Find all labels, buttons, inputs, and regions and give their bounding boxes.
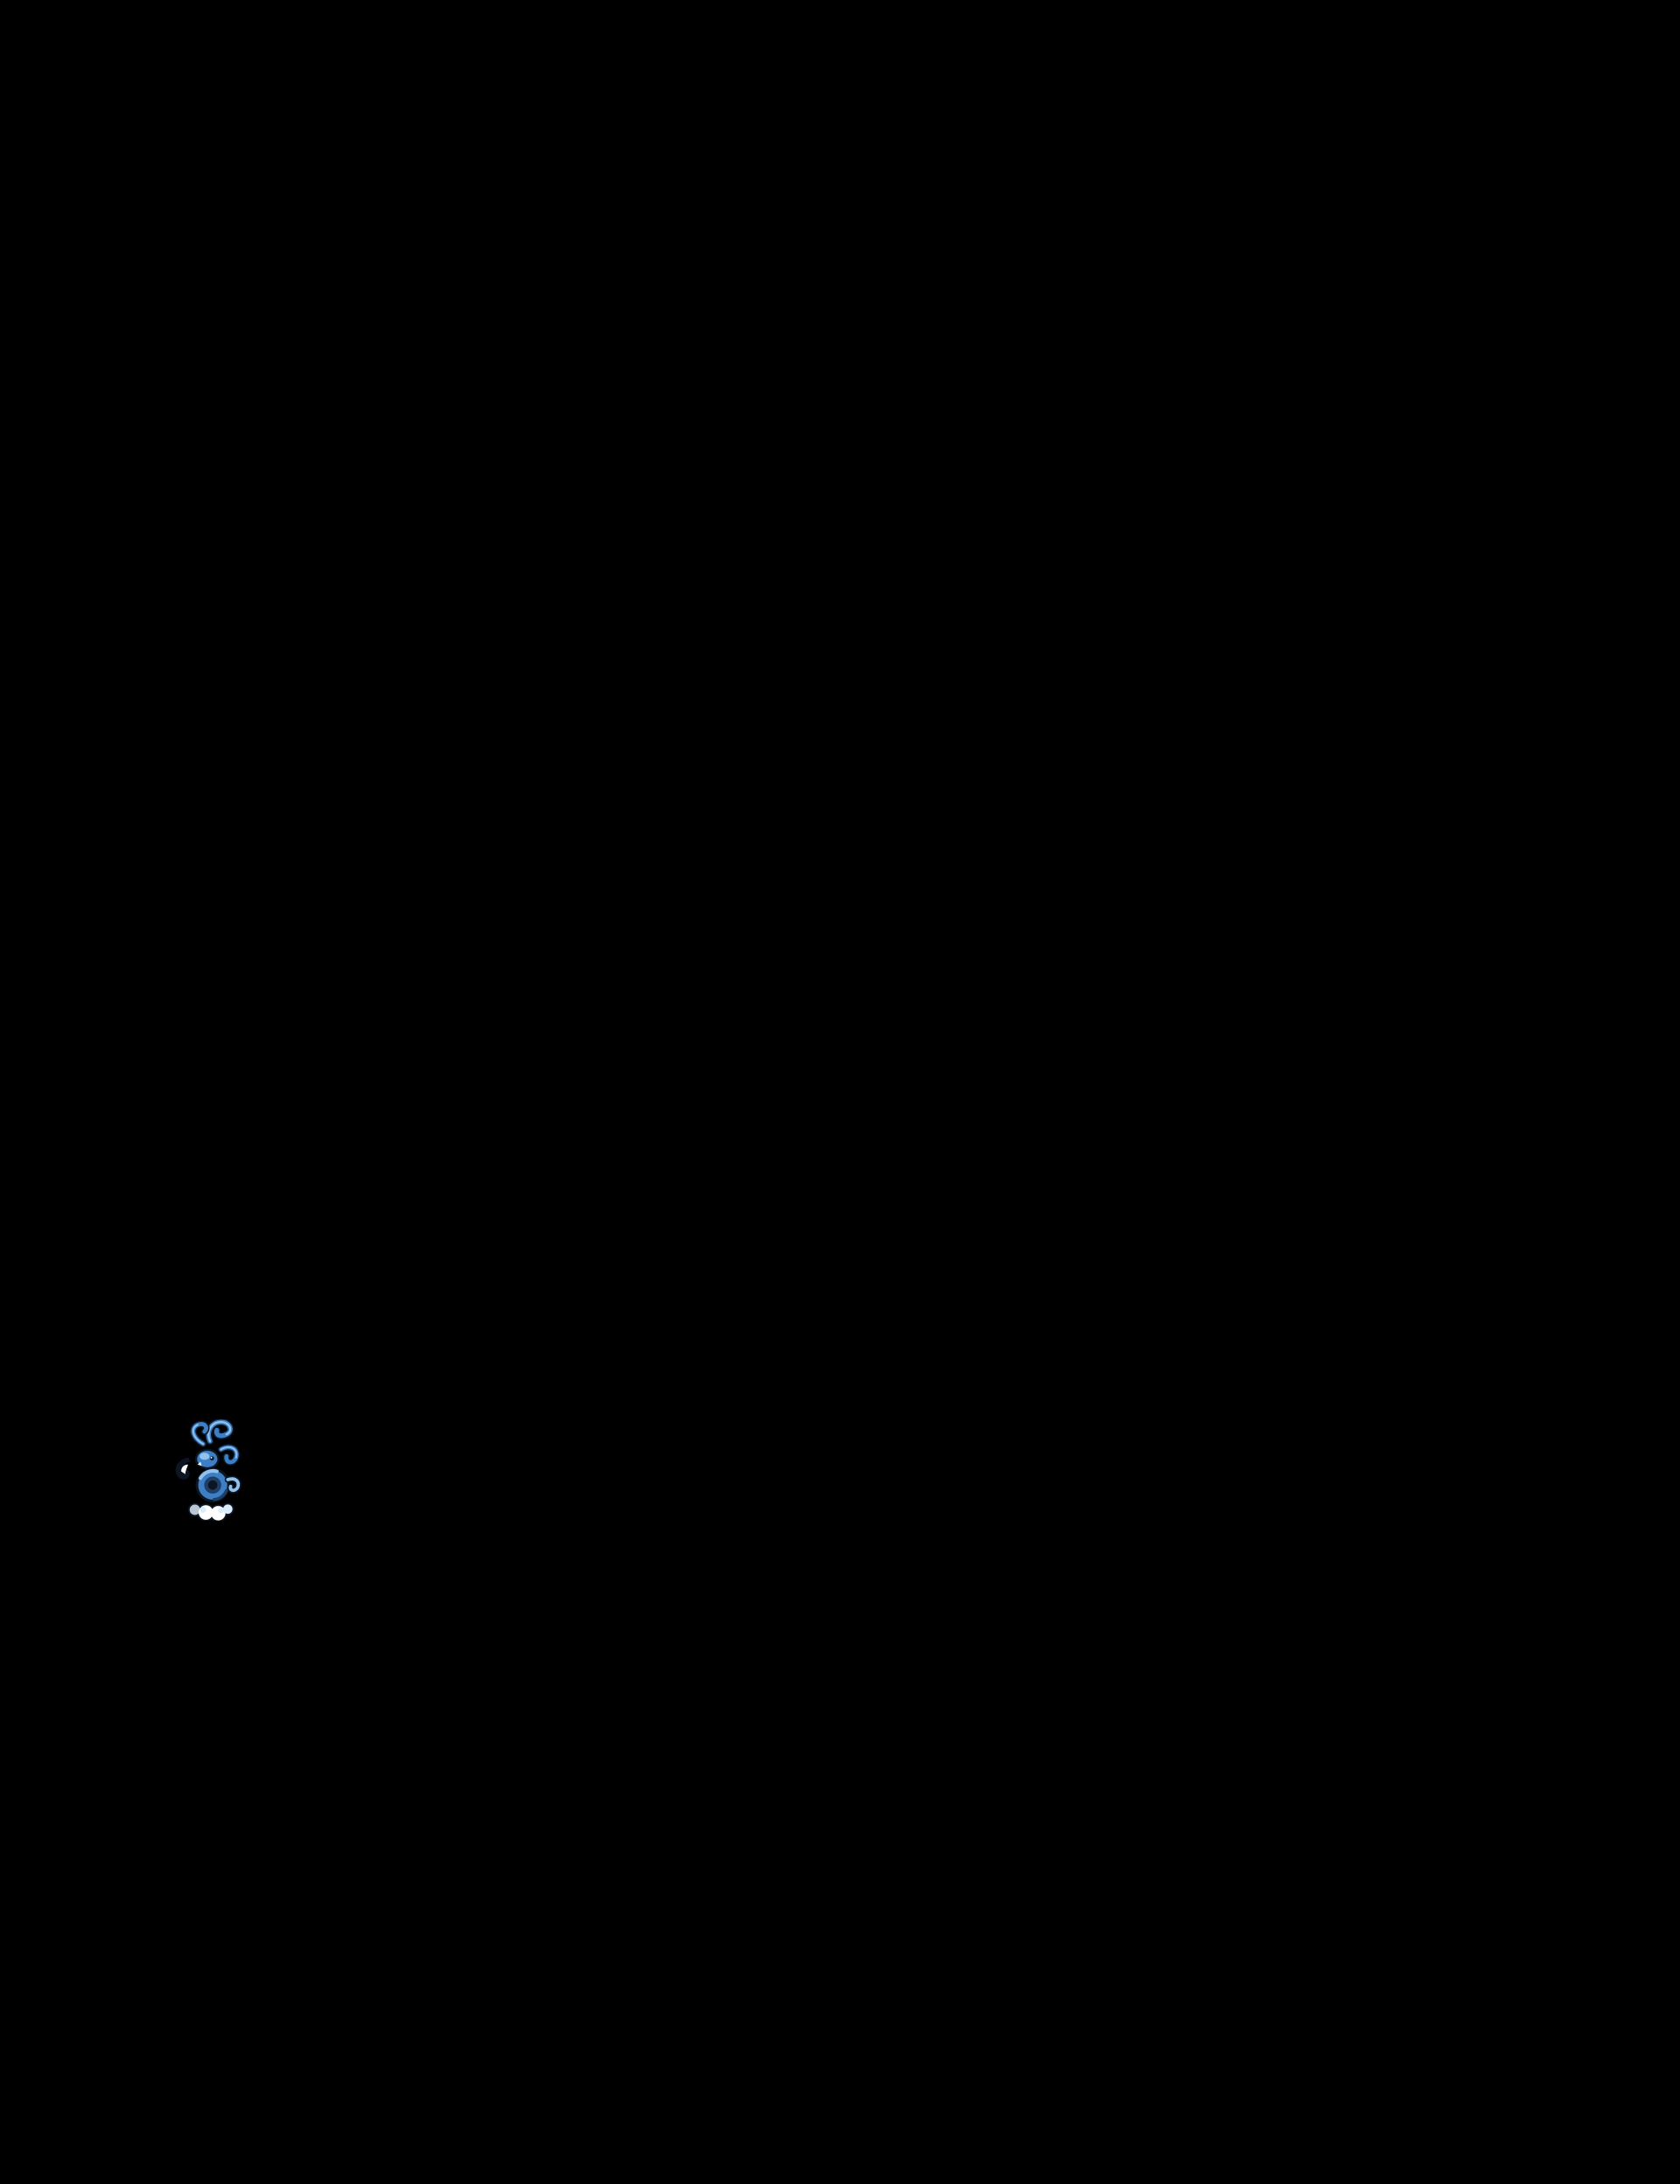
- creature-head: [194, 1448, 220, 1470]
- coiled-body: [195, 1467, 242, 1502]
- pixel-art-creature-sprite: [172, 1419, 248, 1521]
- serpent-creature-icon: [175, 1419, 242, 1521]
- tendril-ribbons: [189, 1419, 241, 1466]
- crescent-maw: [175, 1457, 192, 1480]
- cloud-fluff: [187, 1502, 234, 1521]
